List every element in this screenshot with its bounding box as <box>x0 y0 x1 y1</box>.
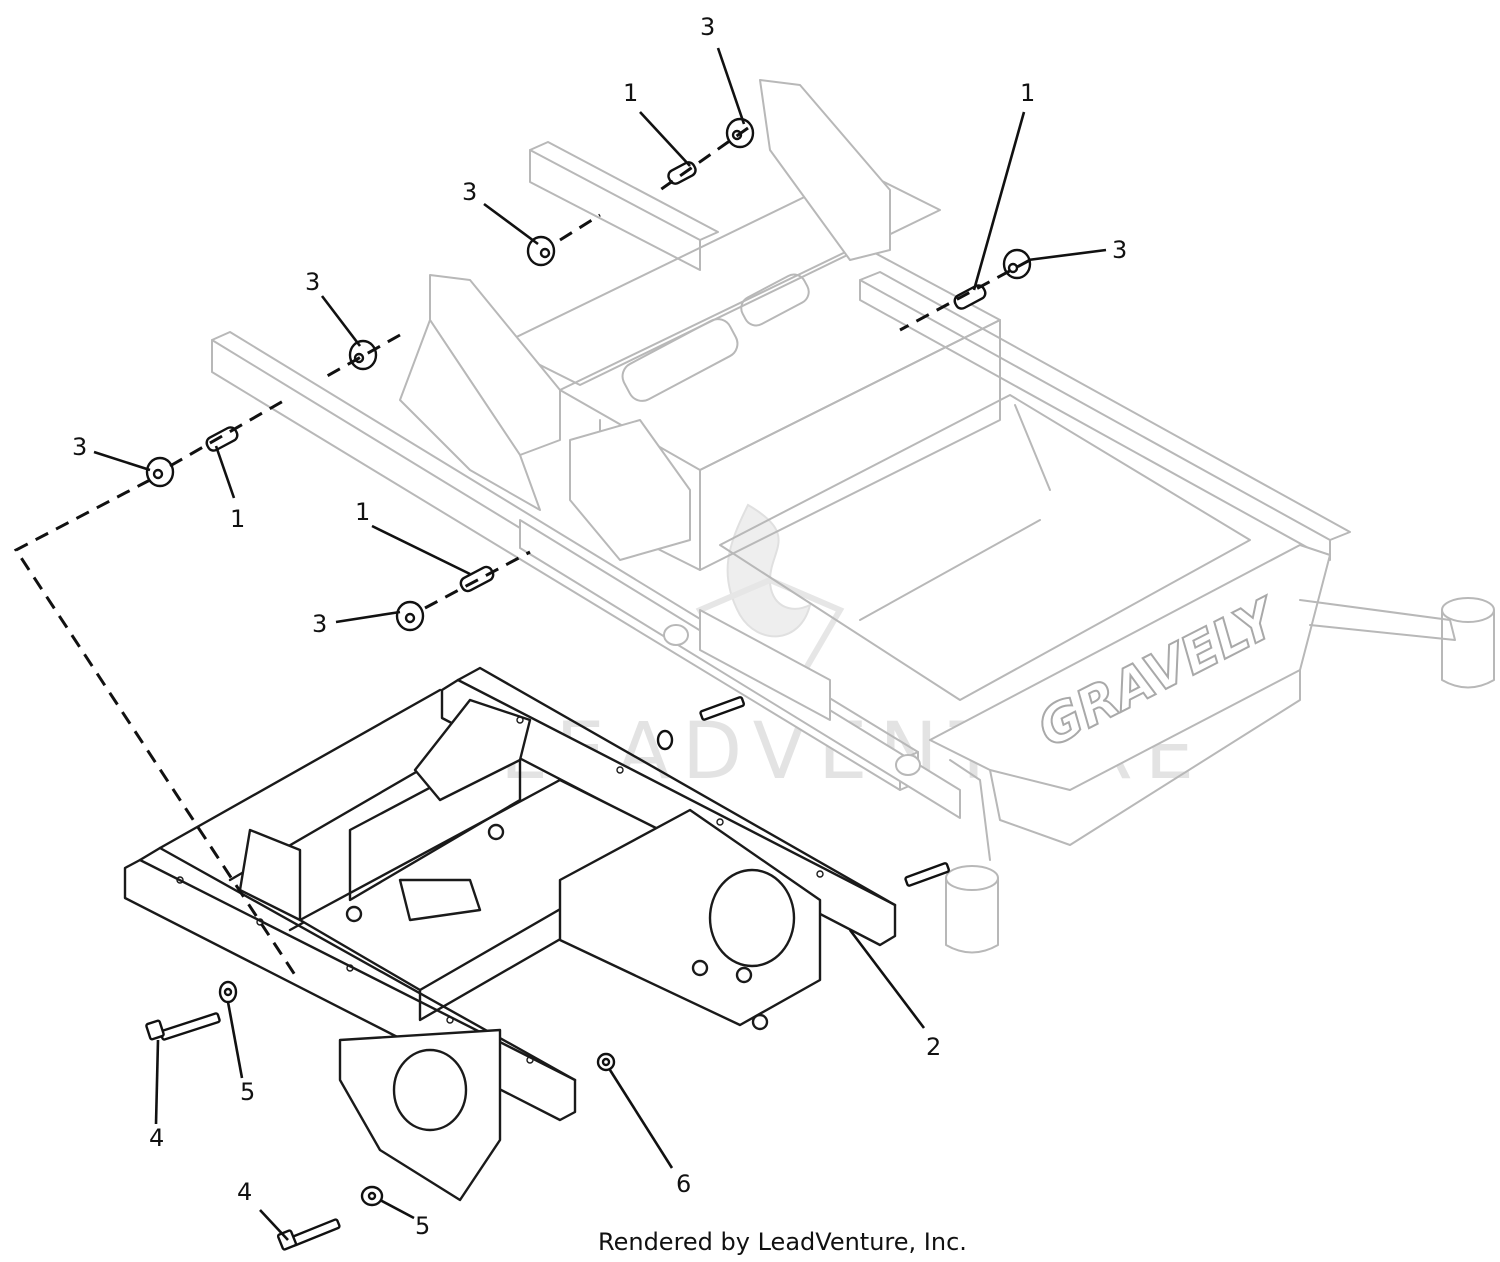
callout-label: 3 <box>305 268 320 296</box>
callout-label: 3 <box>462 178 477 206</box>
callout-label: 3 <box>72 433 87 461</box>
deck-lift-subframe <box>123 666 897 1202</box>
callout-label: 1 <box>1020 79 1035 107</box>
nut-part <box>596 1052 616 1072</box>
callout-label: 1 <box>230 505 245 533</box>
bolt-part <box>145 1012 221 1041</box>
callout-label: 4 <box>237 1178 252 1206</box>
bolt-part <box>904 862 951 887</box>
callout-label: 3 <box>312 610 327 638</box>
upper-main-frame: GRAVELY <box>211 79 1495 954</box>
callout-label: 5 <box>240 1078 255 1106</box>
callout-label: 3 <box>700 13 715 41</box>
spacer-part <box>953 284 987 310</box>
bushing-part <box>526 235 556 267</box>
callout-label: 6 <box>676 1170 691 1198</box>
bolt-part <box>699 696 746 721</box>
washer-part <box>360 1185 384 1207</box>
washer-part <box>656 729 674 751</box>
bolt-part <box>276 1218 341 1251</box>
bushing-part <box>348 339 378 371</box>
washer-part <box>218 980 238 1004</box>
callout-label: 5 <box>415 1212 430 1240</box>
callout-label: 2 <box>926 1033 941 1061</box>
bushing-part <box>395 600 425 632</box>
callout-label: 1 <box>623 79 638 107</box>
spacer-part <box>205 426 239 452</box>
bushing-part <box>145 456 175 488</box>
assembly-dashed-lines <box>13 126 1031 976</box>
loose-parts <box>145 117 1032 1251</box>
footer-credit: Rendered by LeadVenture, Inc. <box>598 1228 967 1256</box>
callout-label: 4 <box>149 1124 164 1152</box>
callout-label: 1 <box>355 498 370 526</box>
callout-label: 3 <box>1112 236 1127 264</box>
bushing-part <box>1002 248 1032 280</box>
leader-lines <box>93 47 1107 1241</box>
callout-labels: 3 1 1 3 3 3 3 1 1 3 2 5 4 6 4 5 <box>72 13 1127 1240</box>
